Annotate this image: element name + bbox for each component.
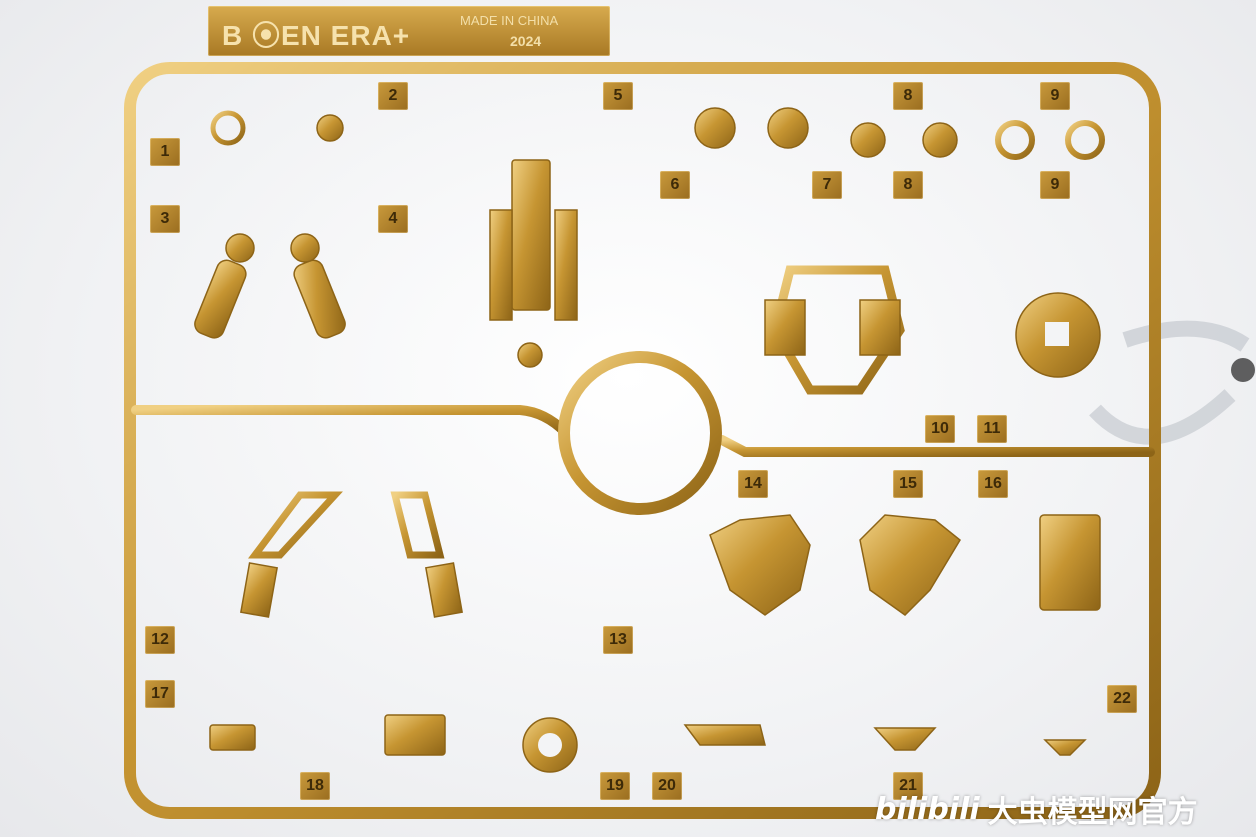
part-tag: 8 [893,82,923,110]
part-tag: 21 [893,772,923,800]
part-tag: 16 [978,470,1008,498]
brand-plate: B ⦿EN ERA+ MADE IN CHINA 2024 [208,6,610,56]
runners [131,67,1155,815]
part-tag: 5 [603,82,633,110]
year-label: 2024 [510,33,542,49]
part-tag: 20 [652,772,682,800]
watermark-channel-name: 大虫模型网官方 [987,795,1198,830]
part-tag: 8 [893,171,923,199]
center-ring [558,351,722,515]
clear-clip [1089,320,1250,445]
part-tag: 22 [1107,685,1137,713]
part-tag: 6 [660,171,690,199]
part-tag: 15 [893,470,923,498]
part-tag: 17 [145,680,175,708]
bilibili-watermark: bilibili 大虫模型网官方 [875,786,1198,832]
part-tag: 19 [600,772,630,800]
part-tag: 7 [812,171,842,199]
part-tag: 10 [925,415,955,443]
parts [194,107,1105,773]
part-tag: 1 [150,138,180,166]
part-tag: 14 [738,470,768,498]
part-tag: 9 [1040,82,1070,110]
part-tag: 2 [378,82,408,110]
part-tag: 13 [603,626,633,654]
made-in-label: MADE IN CHINA [460,13,559,28]
part-tag: 3 [150,205,180,233]
part-tag: 4 [378,205,408,233]
part-tag: 11 [977,415,1007,443]
part-tag: 9 [1040,171,1070,199]
bilibili-logo: bilibili [875,791,980,827]
part-tag: 12 [145,626,175,654]
part-tag: 18 [300,772,330,800]
brand-logo: B ⦿EN ERA+ [222,20,411,51]
